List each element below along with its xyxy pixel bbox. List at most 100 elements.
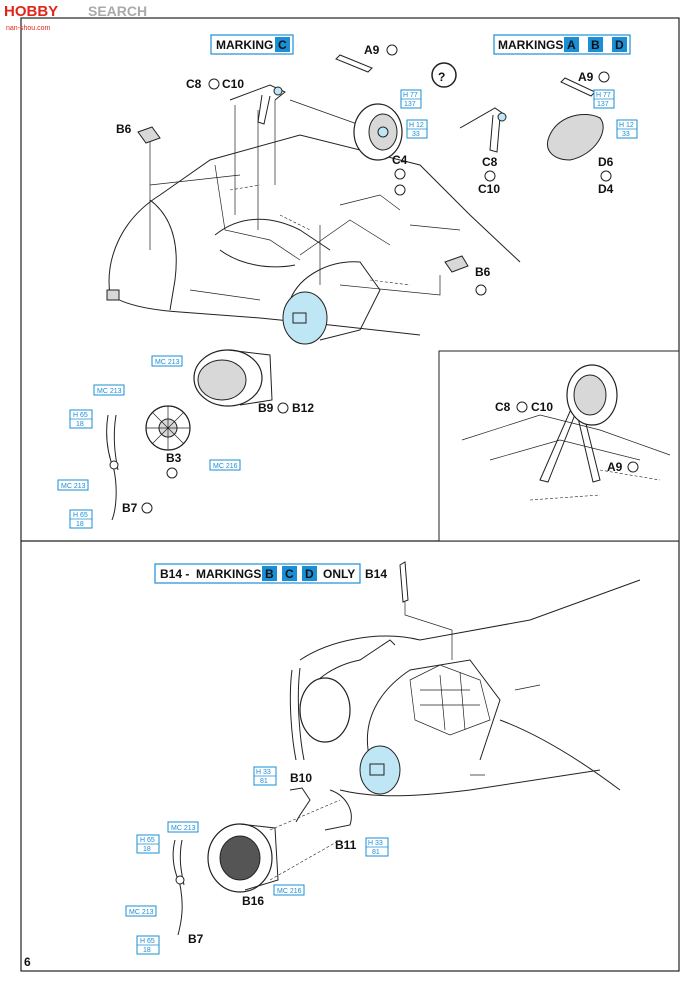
nose-part xyxy=(106,289,120,301)
part-b14 xyxy=(399,561,453,660)
svg-text:MC 216: MC 216 xyxy=(277,888,302,895)
svg-text:18: 18 xyxy=(143,947,151,954)
paint-ref-h33-a: H 33 81 xyxy=(253,766,277,786)
label-b11: B11 xyxy=(335,838,357,852)
label-b7-top: B7 xyxy=(122,501,138,515)
paint-icon xyxy=(394,184,406,196)
marking-letter-d: D xyxy=(615,38,624,52)
glue-icon xyxy=(386,44,398,56)
label-d4: D4 xyxy=(598,182,614,196)
fuselage-nose-drawing xyxy=(106,134,521,336)
svg-text:?: ? xyxy=(438,70,445,84)
svg-text:18: 18 xyxy=(76,521,84,528)
svg-text:18: 18 xyxy=(76,421,84,428)
watermark-text: SEARCH xyxy=(88,3,147,19)
paint-ref-mc216-bottom: MC 216 xyxy=(273,884,305,896)
cowling-ring xyxy=(193,349,273,407)
svg-text:H 65: H 65 xyxy=(140,938,155,945)
svg-text:H 65: H 65 xyxy=(140,837,155,844)
label-b9: B9 xyxy=(258,401,274,415)
paint-ref-mc216-engine: MC 216 xyxy=(209,459,241,471)
glue-icon xyxy=(277,402,289,414)
glue-icon xyxy=(484,170,496,182)
site-logo: HOBBY SEARCH nan-shou.com xyxy=(4,3,147,32)
marking-c-title: MARKING xyxy=(216,38,273,52)
radial-engine xyxy=(145,405,191,451)
label-c4: C4 xyxy=(392,153,408,167)
b14-title-prefix: B14 - xyxy=(160,567,189,581)
page-number: 6 xyxy=(24,955,31,969)
part-b6-left xyxy=(137,126,161,144)
svg-text:33: 33 xyxy=(622,131,630,138)
wheel-left xyxy=(353,103,403,161)
svg-text:137: 137 xyxy=(597,101,609,108)
glue-icon xyxy=(627,461,639,473)
bottom-letter-d: D xyxy=(305,567,314,581)
cowling-engine-bottom xyxy=(207,799,341,893)
b14-markings-tag: B14 - MARKINGS B C D ONLY xyxy=(154,563,361,584)
svg-text:137: 137 xyxy=(404,101,416,108)
label-b16: B16 xyxy=(242,894,264,908)
propeller-bottom xyxy=(172,839,185,936)
fuselage-bottom-drawing xyxy=(299,579,641,797)
svg-text:H 33: H 33 xyxy=(256,769,271,776)
paint-ref-h12-left: H 12 33 xyxy=(406,119,428,139)
markings-abd-title: MARKINGS xyxy=(498,38,563,52)
paint-ref-h65-bottom-a: H 65 18 xyxy=(136,834,160,854)
svg-text:MC 213: MC 213 xyxy=(97,388,122,395)
glue-icon xyxy=(208,78,220,90)
gear-strut-left xyxy=(229,54,373,125)
glue-icon xyxy=(394,168,406,180)
paint-ref-mc213-cowl-bottom: MC 213 xyxy=(167,821,199,833)
glue-icon xyxy=(598,71,610,83)
svg-text:18: 18 xyxy=(143,846,151,853)
part-b6-right xyxy=(444,255,469,273)
paint-ref-h33-b: H 33 81 xyxy=(365,837,389,857)
logo-text: HOBBY xyxy=(4,3,58,20)
glue-icon xyxy=(166,467,178,479)
label-a9-left: A9 xyxy=(364,43,380,57)
glue-icon xyxy=(475,284,487,296)
label-detail-a9: A9 xyxy=(607,460,623,474)
marking-c-tag: MARKING C xyxy=(210,34,294,55)
label-c10-right: C10 xyxy=(478,182,500,196)
svg-text:MC 213: MC 213 xyxy=(129,909,154,916)
question-mark-icon: ? xyxy=(431,62,457,88)
svg-text:MC 213: MC 213 xyxy=(171,825,196,832)
paint-ref-mc213-cowl: MC 213 xyxy=(151,355,183,367)
svg-text:MC 213: MC 213 xyxy=(155,359,180,366)
paint-ref-h77-left: H 77 137 xyxy=(400,89,422,109)
marking-letter-b: B xyxy=(591,38,600,52)
svg-text:MC 213: MC 213 xyxy=(61,483,86,490)
label-b12: B12 xyxy=(292,401,314,415)
pointer-lines-top xyxy=(149,99,441,296)
svg-text:MC 216: MC 216 xyxy=(213,463,238,470)
label-b6-right: B6 xyxy=(475,265,491,279)
bottom-letter-c: C xyxy=(285,567,294,581)
wheel-right xyxy=(546,114,604,161)
marking-letter-a: A xyxy=(567,38,576,52)
paint-ref-mc213-engine: MC 213 xyxy=(93,384,125,396)
engine-nacelle-top xyxy=(282,261,381,345)
label-d6: D6 xyxy=(598,155,614,169)
glue-icon xyxy=(516,401,528,413)
label-b7-bottom: B7 xyxy=(188,932,204,946)
paint-ref-h77-right: H 77 137 xyxy=(593,89,615,109)
svg-text:H 77: H 77 xyxy=(596,92,611,99)
propeller-top xyxy=(106,414,119,521)
svg-text:H 77: H 77 xyxy=(403,92,418,99)
bottom-letter-b: B xyxy=(265,567,274,581)
label-b14: B14 xyxy=(365,567,387,581)
marking-c-letter: C xyxy=(278,38,287,52)
paint-ref-h65-bottom-b: H 65 18 xyxy=(136,935,160,955)
label-a9-right: A9 xyxy=(578,70,594,84)
svg-text:33: 33 xyxy=(412,131,420,138)
glue-icon xyxy=(141,502,153,514)
paint-ref-mc213-prop: MC 213 xyxy=(57,479,89,491)
paint-ref-h65-top-a: H 65 18 xyxy=(69,409,93,429)
markings-abd-tag: MARKINGS A B D xyxy=(493,34,631,55)
svg-text:81: 81 xyxy=(372,849,380,856)
nacelle-prop-bottom xyxy=(289,667,351,761)
label-b6-left: B6 xyxy=(116,122,132,136)
label-detail-c8: C8 xyxy=(495,400,511,414)
